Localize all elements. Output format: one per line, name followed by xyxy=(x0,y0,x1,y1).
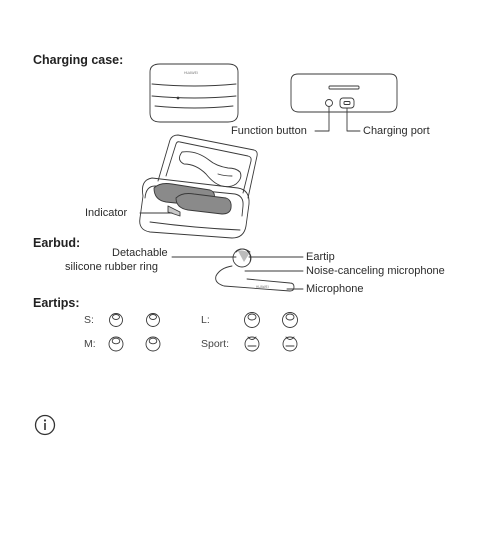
eartips-illustration xyxy=(108,312,298,352)
earbud-heading: Earbud: xyxy=(33,236,81,250)
charging-case-heading: Charging case: xyxy=(33,53,124,67)
noise-canceling-mic-label: Noise-canceling microphone xyxy=(306,265,445,277)
detachable-label-line2: silicone rubber ring xyxy=(65,261,158,273)
earbud-illustration: HUAWEI xyxy=(171,248,304,292)
eartip-size-sport-label: Sport: xyxy=(201,338,230,350)
eartip-size-m-label: M: xyxy=(84,338,96,350)
svg-text:HUAWEI: HUAWEI xyxy=(184,71,198,75)
case-back-illustration xyxy=(290,73,398,132)
eartips-heading: Eartips: xyxy=(33,296,80,310)
svg-text:HUAWEI: HUAWEI xyxy=(256,285,269,289)
charging-port-label: Charging port xyxy=(363,125,430,137)
closed-case-illustration: HUAWEI xyxy=(149,63,239,123)
detachable-label-line1: Detachable xyxy=(112,247,168,259)
info-circle-icon xyxy=(34,414,56,436)
eartip-size-s-label: S: xyxy=(84,314,94,326)
function-button-label: Function button xyxy=(231,125,307,137)
eartip-size-l-label: L: xyxy=(201,314,210,326)
open-case-illustration xyxy=(139,134,258,239)
eartip-label: Eartip xyxy=(306,251,335,263)
indicator-label: Indicator xyxy=(85,207,128,219)
microphone-label: Microphone xyxy=(306,283,364,295)
